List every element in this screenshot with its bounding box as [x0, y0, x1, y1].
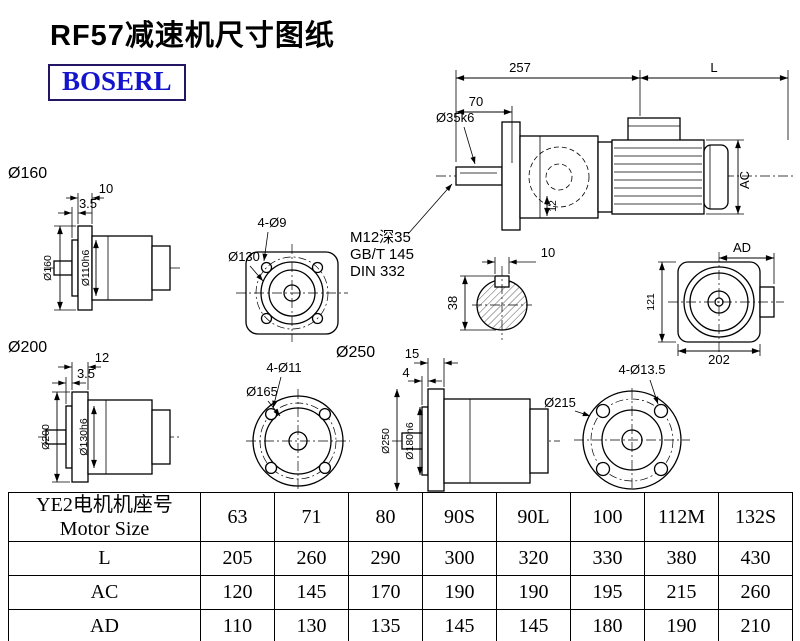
unit200-flange-thickness-label: 12: [95, 350, 109, 365]
dim-value-cell: 330: [570, 541, 645, 576]
dim-value-cell: 135: [348, 609, 423, 641]
dim-value-cell: 210: [718, 609, 793, 641]
note-din-standard: DIN 332: [350, 263, 405, 280]
motor-size-cell: 63: [200, 492, 275, 542]
unit200-side-view: Ø200 12 3.5 Ø200 Ø130h: [8, 339, 182, 483]
unit200-group-label: Ø200: [8, 339, 47, 356]
assembly-side-view: 257 L 70 Ø35k6 12 AC: [436, 60, 796, 231]
note-tapped-hole: M12深35: [350, 229, 411, 246]
flange250-face-view: 4-Ø13.5 Ø215: [544, 362, 690, 490]
shaft-diameter-label: Ø35k6: [436, 110, 474, 125]
dim-value-cell: 190: [496, 575, 571, 610]
dim-value-cell: 170: [348, 575, 423, 610]
dimension-table: YE2电机机座号 Motor Size 63 71 80 90S 90L 100…: [8, 492, 793, 641]
motor-size-cell: 71: [274, 492, 349, 542]
dim-value-cell: 110: [200, 609, 275, 641]
dim-value-cell: 120: [200, 575, 275, 610]
dim-value-cell: 260: [274, 541, 349, 576]
motor-size-cell: 90S: [422, 492, 497, 542]
unit160-spigot-depth-label: 3.5: [79, 196, 97, 211]
unit250-spigot-depth-label: 4: [402, 365, 409, 380]
motor-end-view: AD 121 202: [645, 240, 784, 367]
unit160-spigot-dia-label: Ø110h6: [80, 250, 92, 287]
unit250-spigot-dia-label: Ø180h6: [404, 422, 416, 460]
shaft-key-section: 10 38: [445, 245, 555, 340]
unit160-flange-thickness-label: 10: [99, 181, 113, 196]
key-height-label: 38: [445, 296, 460, 310]
dim-70-label: 70: [469, 94, 483, 109]
flange200-face-view: 4-Ø11 Ø165: [246, 360, 350, 491]
table-row-AD: AD 110 130 135 145 145 180 190 210: [8, 609, 793, 641]
unit250-flange-dia-label: Ø250: [380, 428, 392, 454]
motor-size-cell: 80: [348, 492, 423, 542]
dim-121-label: 121: [645, 293, 657, 311]
dim-value-cell: 215: [644, 575, 719, 610]
unit160-group-label: Ø160: [8, 165, 47, 182]
flange200-bolt-circle-label: Ø165: [246, 384, 278, 399]
dim-value-cell: 300: [422, 541, 497, 576]
unit250-group-label: Ø250: [336, 344, 375, 361]
flange250-bolt-circle-label: Ø215: [544, 395, 576, 410]
dim-202-label: 202: [708, 352, 730, 367]
unit160-flange-dia-label: Ø160: [42, 255, 54, 281]
motor-size-header-cell: YE2电机机座号 Motor Size: [8, 492, 201, 542]
row-label-L: L: [8, 541, 201, 576]
dim-AD-label: AD: [733, 240, 751, 255]
header-line-en: Motor Size: [59, 518, 150, 540]
motor-size-cell: 100: [570, 492, 645, 542]
dim-AC-label: AC: [737, 171, 752, 189]
unit250-flange-thickness-label: 15: [405, 346, 419, 361]
unit200-spigot-dia-label: Ø130h6: [78, 418, 90, 456]
table-row-L: L 205 260 290 300 320 330 380 430: [8, 541, 793, 576]
dim-value-cell: 380: [644, 541, 719, 576]
dim-value-cell: 430: [718, 541, 793, 576]
dim-257-label: 257: [509, 60, 531, 75]
page-title: RF57减速机尺寸图纸: [50, 20, 335, 52]
dim-value-cell: 145: [422, 609, 497, 641]
flange160-bolt-circle-label: Ø130: [228, 249, 260, 264]
unit250-side-view: Ø250 15 4 Ø250 Ø180h6: [336, 344, 560, 492]
row-label-AD: AD: [8, 609, 201, 641]
key-width-label: 10: [541, 245, 555, 260]
note-gb-standard: GB/T 145: [350, 246, 414, 263]
flange250-bolt-holes-label: 4-Ø13.5: [619, 362, 666, 377]
unit200-spigot-depth-label: 3.5: [77, 366, 95, 381]
motor-size-cell: 112M: [644, 492, 719, 542]
dim-value-cell: 195: [570, 575, 645, 610]
flange160-bolt-holes-label: 4-Ø9: [258, 215, 287, 230]
dim-value-cell: 260: [718, 575, 793, 610]
technical-drawing: 257 L 70 Ø35k6 12 AC M12深35 GB/T 145 DIN…: [8, 60, 796, 492]
dim-value-cell: 130: [274, 609, 349, 641]
unit200-flange-dia-label: Ø200: [40, 424, 52, 450]
dim-value-cell: 180: [570, 609, 645, 641]
dim-value-cell: 145: [496, 609, 571, 641]
motor-size-cell: 132S: [718, 492, 793, 542]
dim-12-label: 12: [547, 200, 559, 212]
dim-value-cell: 145: [274, 575, 349, 610]
motor-size-cell: 90L: [496, 492, 571, 542]
header-line-cn: YE2电机机座号: [36, 494, 173, 516]
dim-value-cell: 205: [200, 541, 275, 576]
unit160-side-view: Ø160 10 3.5 Ø160 Ø110h: [8, 165, 180, 311]
flange200-bolt-holes-label: 4-Ø11: [266, 360, 301, 375]
shaft-end-notes: M12深35 GB/T 145 DIN 332: [350, 183, 453, 280]
table-row-AC: AC 120 145 170 190 190 195 215 260: [8, 575, 793, 610]
flange160-face-view: 4-Ø9 Ø130: [228, 215, 348, 342]
dim-value-cell: 320: [496, 541, 571, 576]
row-label-AC: AC: [8, 575, 201, 610]
dim-L-label: L: [710, 60, 717, 75]
dim-value-cell: 190: [644, 609, 719, 641]
dim-value-cell: 290: [348, 541, 423, 576]
brand-logo: BOSERL: [48, 64, 186, 101]
table-header-row: YE2电机机座号 Motor Size 63 71 80 90S 90L 100…: [8, 492, 793, 542]
dim-value-cell: 190: [422, 575, 497, 610]
